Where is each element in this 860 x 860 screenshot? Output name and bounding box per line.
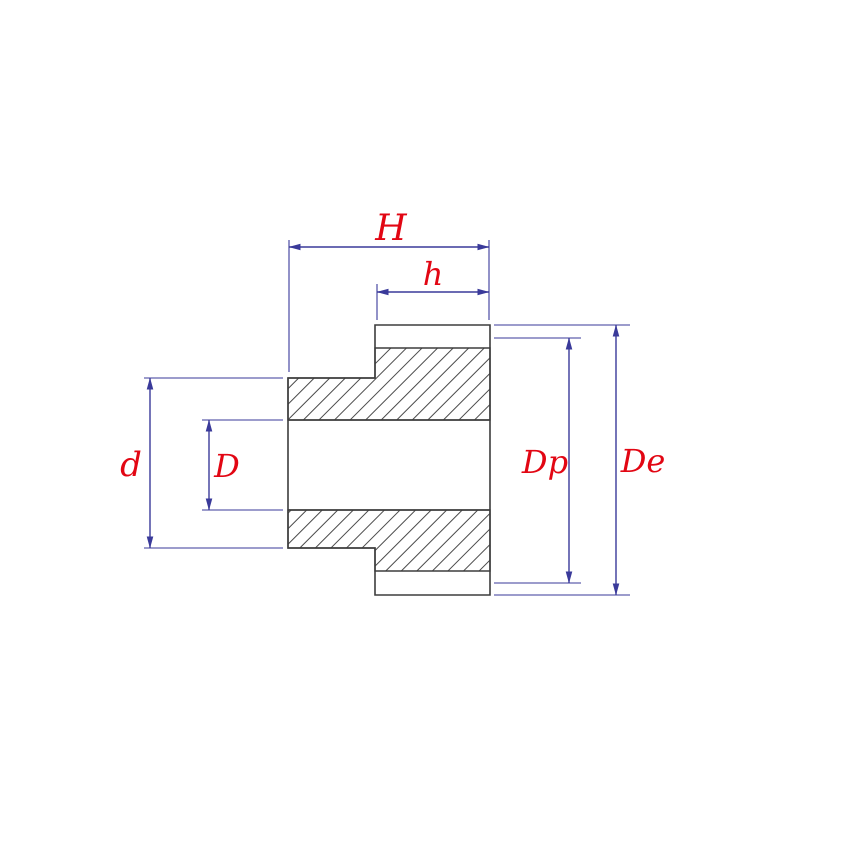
label-D: D [213, 447, 240, 485]
dimension-D: D [202, 419, 283, 511]
dimension-h: h [376, 255, 490, 320]
gear-silhouette [287, 324, 491, 596]
label-Dp: Dp [521, 443, 568, 481]
label-H: H [374, 208, 407, 249]
part-outline [287, 324, 491, 596]
label-h: h [423, 255, 444, 293]
label-d: d [120, 445, 142, 485]
dimension-De: De [494, 324, 666, 596]
dimension-H: H [288, 208, 490, 372]
dimension-Dp: Dp [494, 337, 581, 584]
dimension-d: d [120, 377, 283, 549]
hatched-area-upper [287, 347, 491, 421]
label-De: De [620, 442, 666, 480]
hatched-area-lower [287, 509, 491, 572]
section-hatching [287, 347, 491, 572]
